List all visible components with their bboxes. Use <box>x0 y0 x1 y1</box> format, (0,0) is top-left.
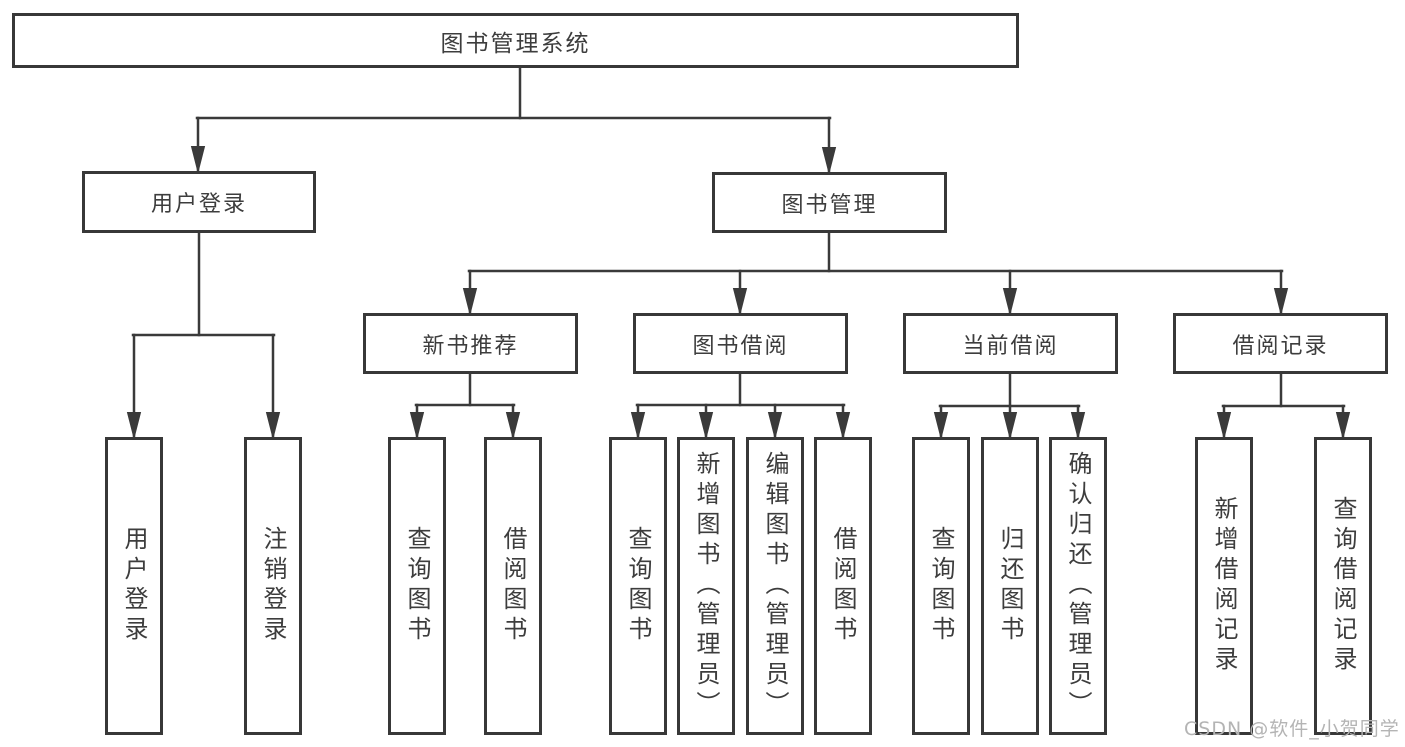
node-label: 用户登录 <box>120 526 148 646</box>
leaf-borrow-books-borrowing: 借阅图书 <box>814 437 872 735</box>
node-label: 查询借阅记录 <box>1329 496 1357 676</box>
node-label: 借阅图书 <box>829 526 857 646</box>
node-user-login: 用户登录 <box>82 171 316 233</box>
node-label: 新增图书（管理员） <box>692 451 720 721</box>
node-borrowing-records: 借阅记录 <box>1173 313 1388 374</box>
leaf-return-books: 归还图书 <box>981 437 1039 735</box>
node-label: 新书推荐 <box>422 333 519 359</box>
node-current-borrowing: 当前借阅 <box>903 313 1118 374</box>
csdn-watermark: CSDN @软件_小贺同学 <box>1184 718 1400 740</box>
leaf-query-borrow-record: 查询借阅记录 <box>1314 437 1372 735</box>
node-label: 查询图书 <box>403 526 431 646</box>
leaf-add-borrow-record: 新增借阅记录 <box>1195 437 1253 735</box>
node-label: 图书管理系统 <box>440 30 591 57</box>
node-book-borrowing: 图书借阅 <box>633 313 848 374</box>
leaf-logout: 注销登录 <box>244 437 302 735</box>
leaf-query-books-recommend: 查询图书 <box>388 437 446 735</box>
node-label: 归还图书 <box>996 526 1024 646</box>
node-library-management-system: 图书管理系统 <box>12 13 1019 68</box>
node-label: 确认归还（管理员） <box>1064 451 1092 721</box>
leaf-query-books-current: 查询图书 <box>912 437 970 735</box>
leaf-user-login: 用户登录 <box>105 437 163 735</box>
node-book-management: 图书管理 <box>712 172 947 233</box>
node-label: 查询图书 <box>624 526 652 646</box>
node-label: 图书管理 <box>781 192 878 218</box>
leaf-borrow-books-recommend: 借阅图书 <box>484 437 542 735</box>
leaf-query-books-borrowing: 查询图书 <box>609 437 667 735</box>
leaf-edit-books-admin: 编辑图书（管理员） <box>746 437 804 735</box>
node-new-book-recommendation: 新书推荐 <box>363 313 578 374</box>
node-label: 借阅图书 <box>499 526 527 646</box>
leaf-confirm-return-admin: 确认归还（管理员） <box>1049 437 1107 735</box>
leaf-add-books-admin: 新增图书（管理员） <box>677 437 735 735</box>
node-label: 借阅记录 <box>1232 333 1329 359</box>
node-label: 新增借阅记录 <box>1210 496 1238 676</box>
node-label: 用户登录 <box>150 192 247 217</box>
node-label: 查询图书 <box>927 526 955 646</box>
node-label: 编辑图书（管理员） <box>761 451 789 721</box>
node-label: 当前借阅 <box>962 333 1059 359</box>
node-label: 图书借阅 <box>692 333 789 359</box>
node-label: 注销登录 <box>259 526 287 646</box>
